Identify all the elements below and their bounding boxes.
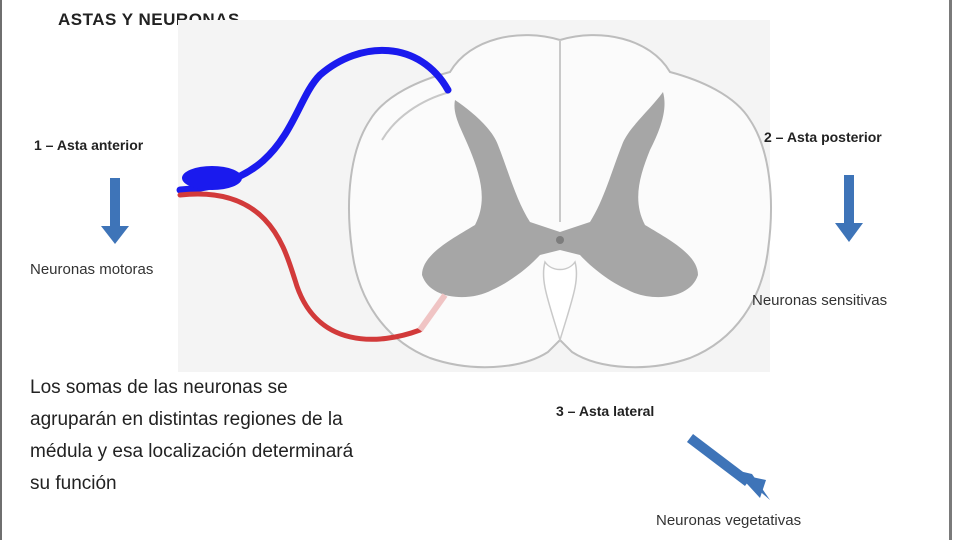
sensory-neurons-label: Neuronas sensitivas bbox=[752, 292, 888, 309]
description-line: agruparán en distintas regiones de la bbox=[30, 409, 343, 430]
sensory-fiber bbox=[176, 46, 452, 194]
arrow-down-posterior bbox=[835, 175, 863, 242]
white-matter-inner-arc bbox=[381, 91, 451, 141]
motor-neurons-label: Neuronas motoras bbox=[30, 261, 154, 278]
grey-matter bbox=[422, 92, 698, 298]
arrow-diagonal-lateral bbox=[686, 434, 770, 500]
dorsal-root-ganglion bbox=[182, 166, 242, 190]
anterior-horn-heading: 1 – Asta anterior bbox=[34, 137, 144, 153]
posterior-horn-heading: 2 – Asta posterior bbox=[764, 129, 882, 145]
lateral-horn-heading: 3 – Asta lateral bbox=[556, 403, 655, 419]
arrow-down-anterior bbox=[101, 178, 129, 244]
vegetative-neurons-label: Neuronas vegetativas bbox=[656, 512, 802, 529]
anterior-median-fissure bbox=[542, 260, 578, 343]
central-canal bbox=[556, 236, 564, 244]
ventral-root bbox=[417, 293, 448, 332]
left-border bbox=[0, 0, 2, 540]
motor-fiber bbox=[177, 191, 423, 342]
description-line: médula y esa localización determinará bbox=[30, 441, 354, 462]
description-line: su función bbox=[30, 473, 117, 494]
right-border bbox=[949, 0, 952, 540]
description-paragraph: Los somas de las neuronas se agruparán e… bbox=[30, 372, 470, 500]
description-line: Los somas de las neuronas se bbox=[30, 377, 288, 398]
